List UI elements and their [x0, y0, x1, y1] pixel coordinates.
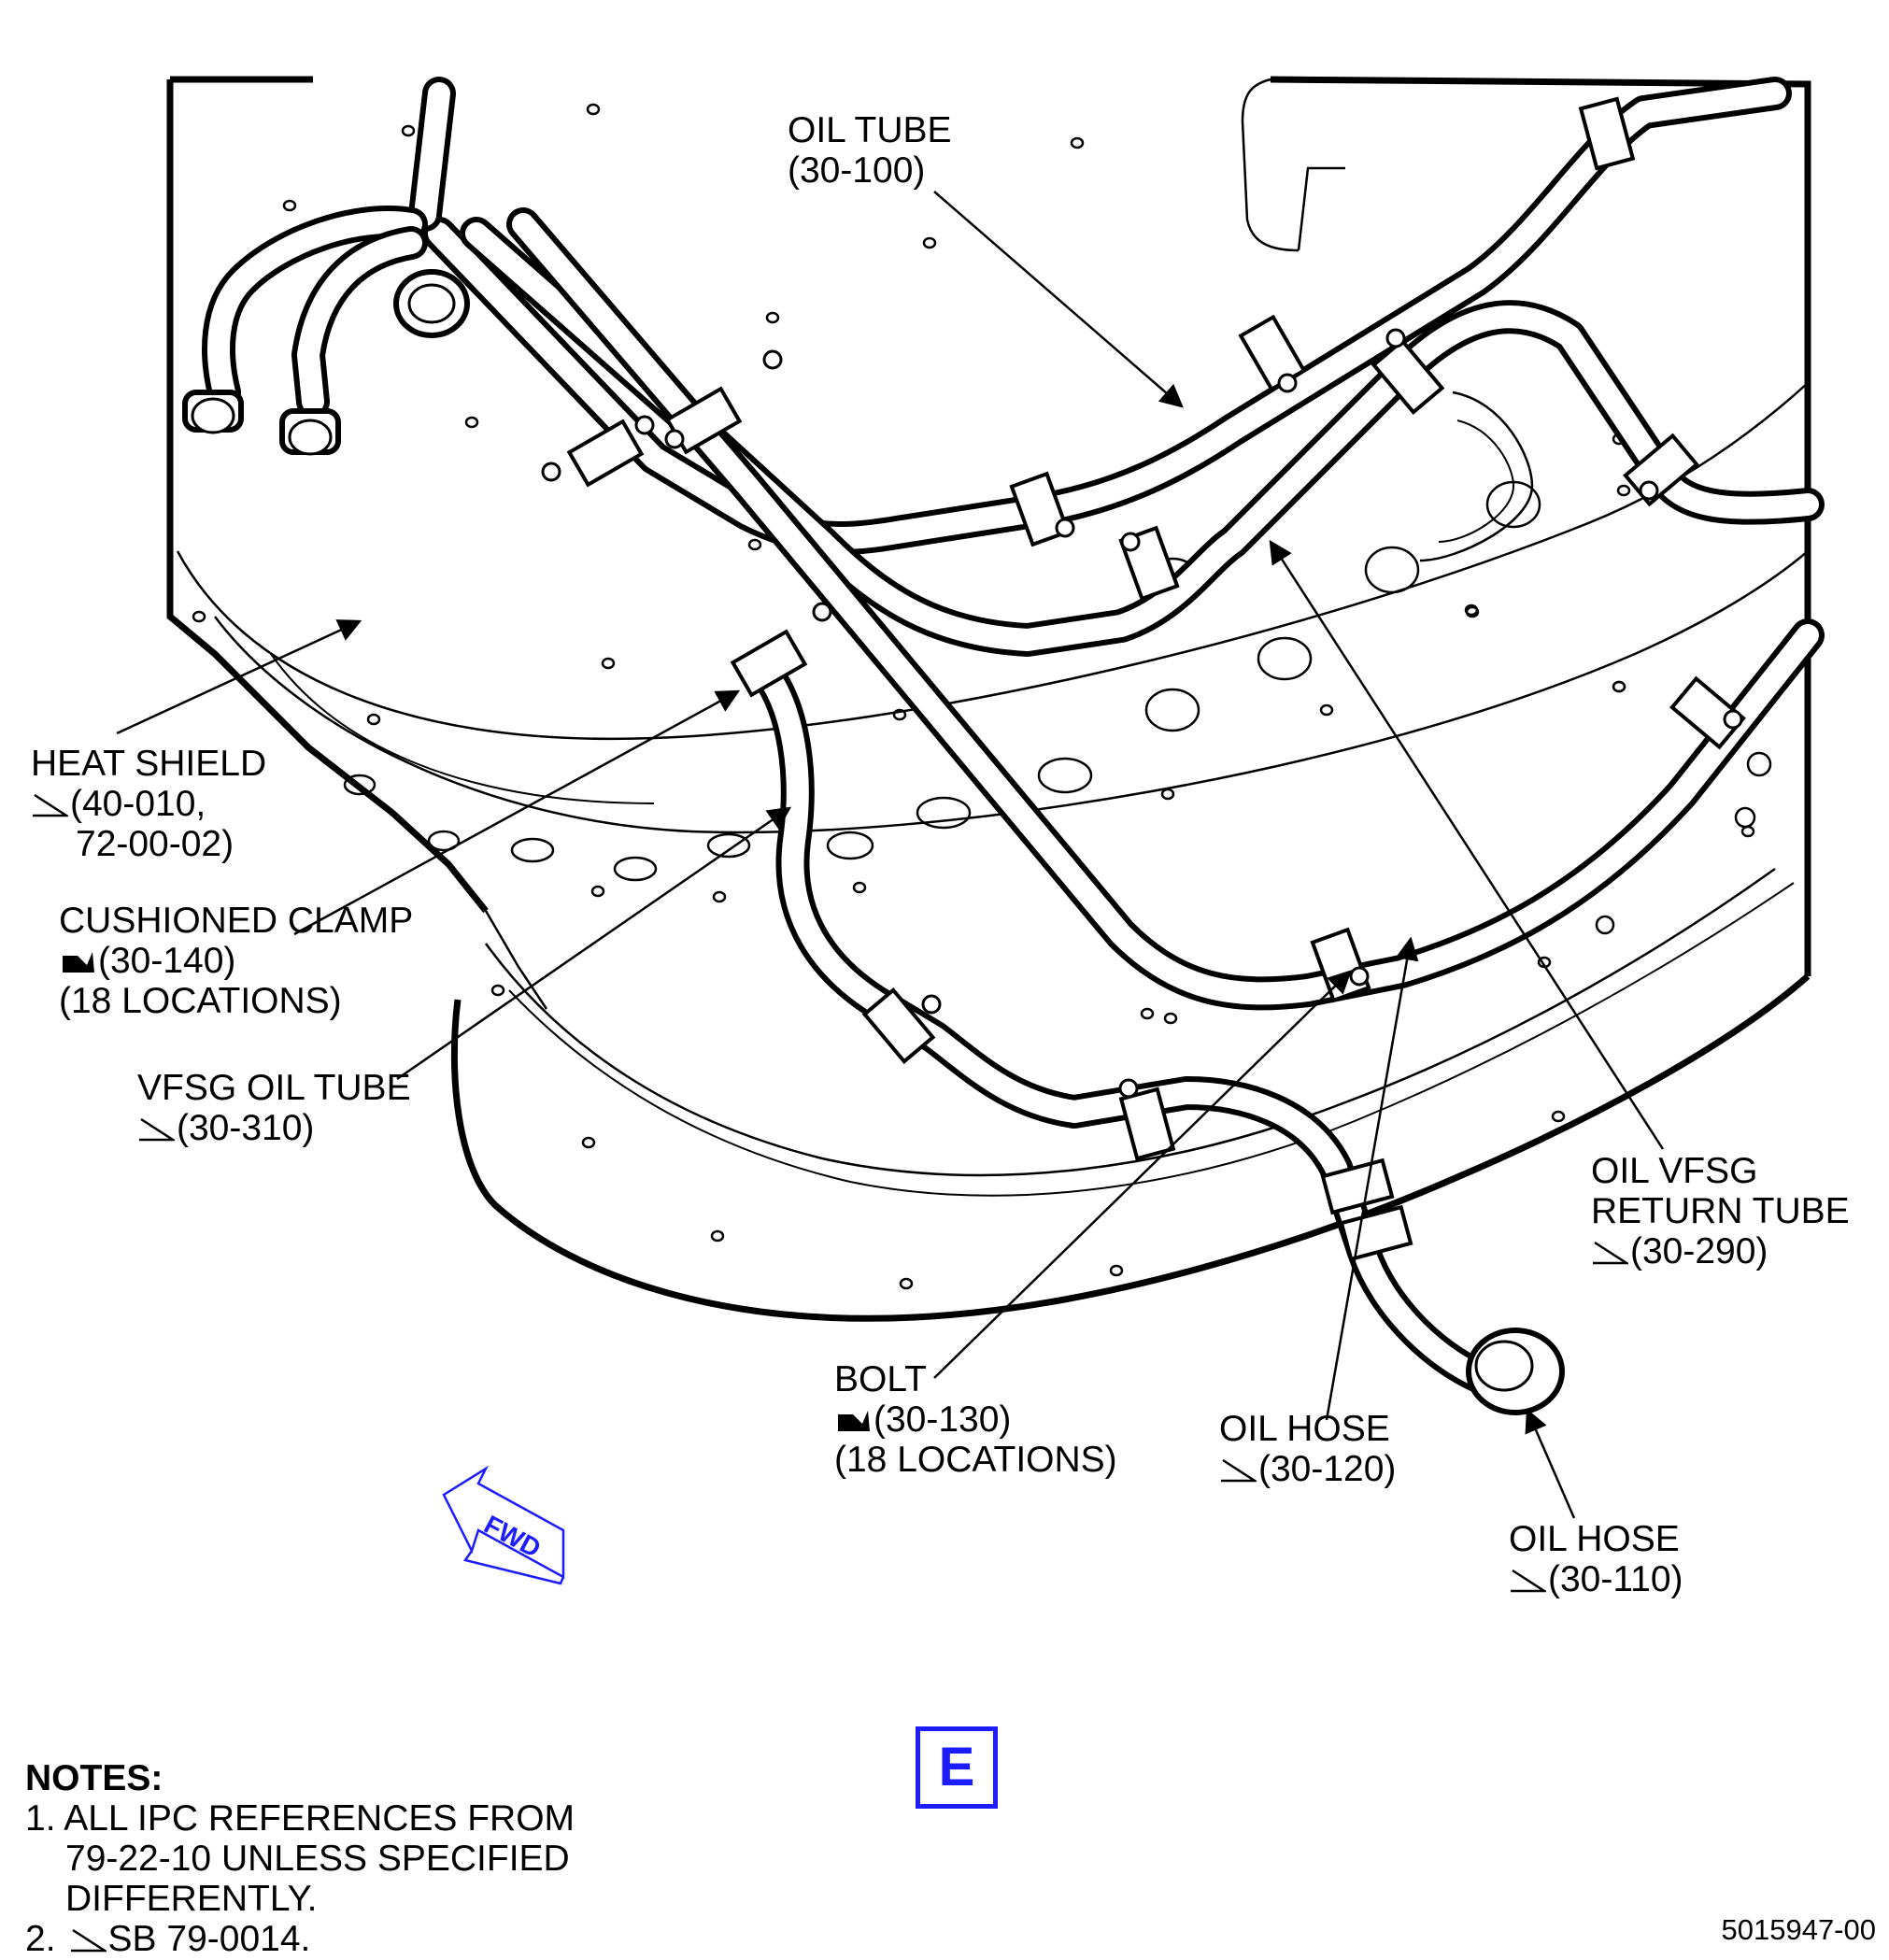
- leader-lines: [116, 191, 1665, 1519]
- fwd-arrow: FWD: [442, 1465, 565, 1585]
- notes-block: NOTES: 1. ALL IPC REFERENCES FROM 79-22-…: [25, 1758, 575, 1959]
- label-heat-shield: HEAT SHIELD (40-010, 72-00-02): [31, 744, 267, 864]
- label-vfsg-oil-tube: VFSG OIL TUBE (30-310): [137, 1068, 411, 1148]
- view-letter-box: E: [916, 1726, 998, 1809]
- service-bulletin-flag-icon: [33, 793, 68, 817]
- service-bulletin-flag-icon: [139, 1117, 175, 1142]
- fwd-arrow-label: FWD: [479, 1510, 546, 1563]
- figure-id: 5015947-00: [1721, 1913, 1877, 1946]
- label-cushioned-clamp: CUSHIONED CLAMP (30-140) (18 LOCATIONS): [59, 901, 414, 1021]
- service-bulletin-flag-icon: [70, 1928, 107, 1953]
- bolts: [541, 328, 1743, 1099]
- label-oil-vfsg-return-tube: OIL VFSG RETURN TUBE (30-290): [1591, 1151, 1850, 1271]
- view-letter: E: [938, 1737, 975, 1797]
- torque-check-icon: [63, 952, 94, 973]
- label-bolt: BOLT (30-130) (18 LOCATIONS): [834, 1359, 1117, 1480]
- torque-check-icon: [838, 1411, 870, 1431]
- service-bulletin-flag-icon: [1221, 1458, 1257, 1483]
- notes-heading: NOTES:: [25, 1758, 163, 1798]
- note-1-line-1: 1. ALL IPC REFERENCES FROM: [25, 1798, 575, 1839]
- note-1-line-2: 79-22-10 UNLESS SPECIFIED: [65, 1839, 570, 1879]
- note-1-line-3: DIFFERENTLY.: [65, 1879, 318, 1919]
- note-2: 2.SB 79-0014.: [25, 1919, 311, 1959]
- label-oil-hose-30-120: OIL HOSE (30-120): [1219, 1409, 1397, 1489]
- label-oil-tube: OIL TUBE (30-100): [788, 110, 952, 191]
- heat-shield-outline: [166, 76, 1811, 1322]
- oil-tubes: [202, 77, 1825, 1399]
- service-bulletin-flag-icon: [1511, 1569, 1546, 1593]
- service-bulletin-flag-icon: [1593, 1241, 1628, 1265]
- fittings: [182, 269, 1565, 1415]
- label-oil-hose-30-110: OIL HOSE (30-110): [1509, 1519, 1683, 1599]
